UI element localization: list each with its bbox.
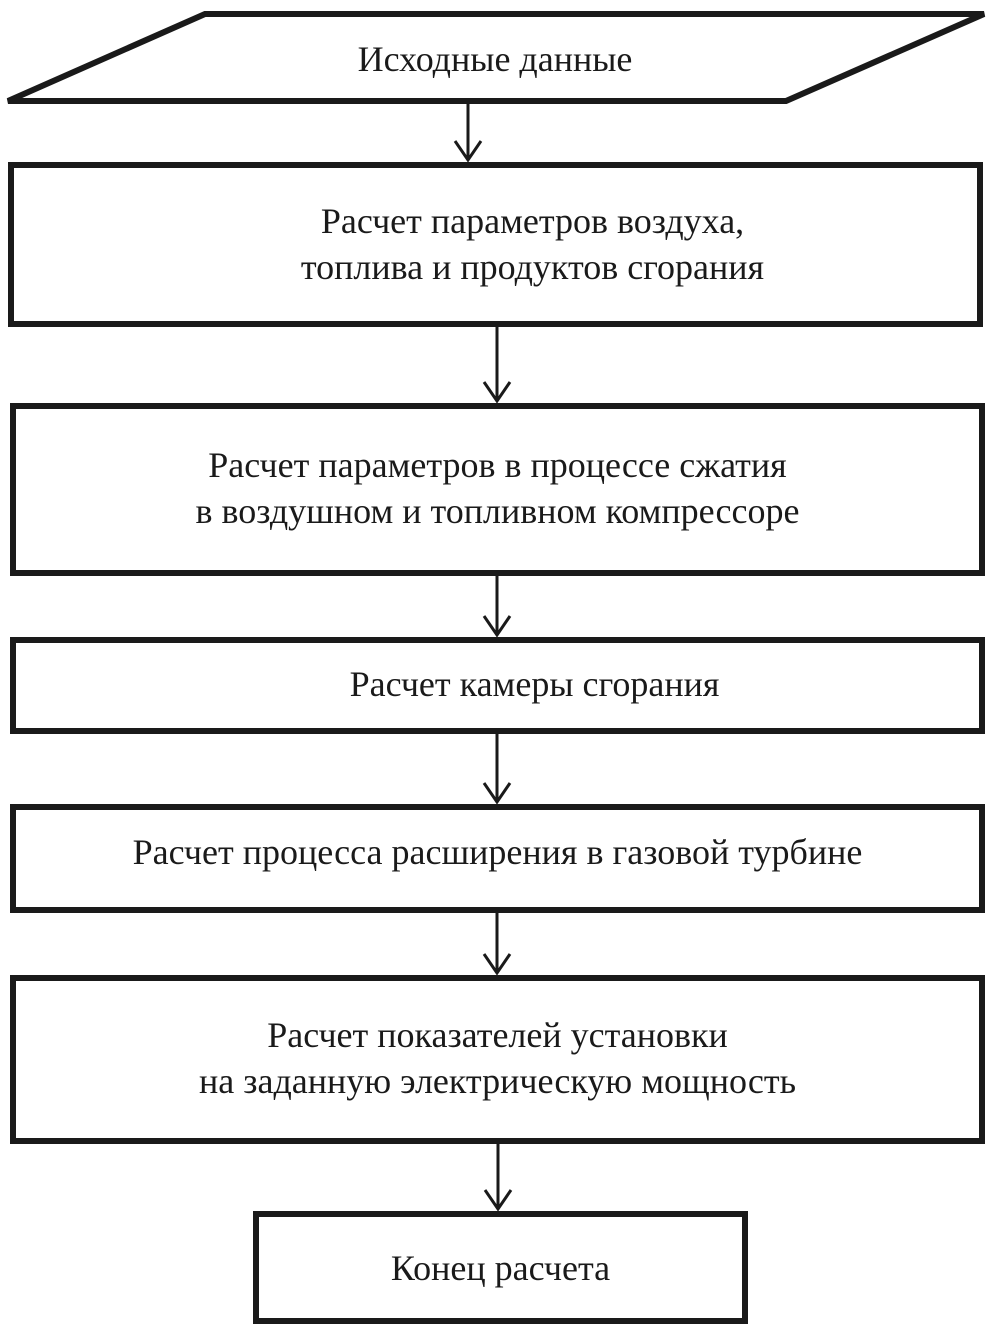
arrow-air-fuel-to-compression — [482, 324, 512, 404]
step-combustion-chamber-label: Расчет камеры сгорания — [50, 638, 998, 729]
step-compression-label: Расчет параметров в процессе сжатия в во… — [13, 404, 982, 571]
step-plant-indicators-label: Расчет показателей установки на заданную… — [13, 976, 982, 1139]
step-air-fuel-box — [8, 162, 983, 327]
arrow-combustion-to-turbine — [482, 731, 512, 805]
arrow-compression-to-combustion — [482, 573, 512, 638]
arrow-indicators-to-end — [483, 1141, 513, 1212]
step-air-fuel-label: Расчет параметров воздуха, топлива и про… — [50, 166, 998, 322]
step-compression-line-2: в воздушном и топливном компрессоре — [195, 490, 800, 531]
input-data-label: Исходные данные — [205, 16, 785, 101]
end-terminal-label: Конец расчета — [256, 1215, 745, 1320]
step-air-fuel-line-1: Расчет параметров воздуха, — [320, 201, 745, 241]
step-gas-turbine-label: Расчет процесса расширения в газовой тур… — [13, 800, 982, 903]
step-plant-indicators-box — [10, 975, 985, 1144]
step-plant-indicators-line-1: Расчет показателей установки — [267, 1014, 728, 1055]
step-gas-turbine-line-1: Расчет процесса расширения в газовой тур… — [132, 831, 863, 872]
arrow-turbine-to-indicators — [482, 910, 512, 976]
step-combustion-chamber-line-1: Расчет камеры сгорания — [349, 663, 720, 704]
step-combustion-chamber-box — [10, 637, 985, 734]
end-terminal-box — [253, 1211, 748, 1324]
step-air-fuel-line-2: топлива и продуктов сгорания — [300, 247, 765, 287]
step-gas-turbine-box — [10, 804, 985, 913]
step-compression-line-1: Расчет параметров в процессе сжатия — [208, 444, 787, 485]
step-plant-indicators-line-2: на заданную электрическую мощность — [199, 1060, 796, 1101]
arrow-input-to-air-fuel — [453, 101, 483, 163]
input-data-parallelogram — [6, 11, 986, 104]
end-terminal-line-1: Конец расчета — [390, 1247, 611, 1288]
input-data-line-1: Исходные данные — [357, 38, 633, 79]
